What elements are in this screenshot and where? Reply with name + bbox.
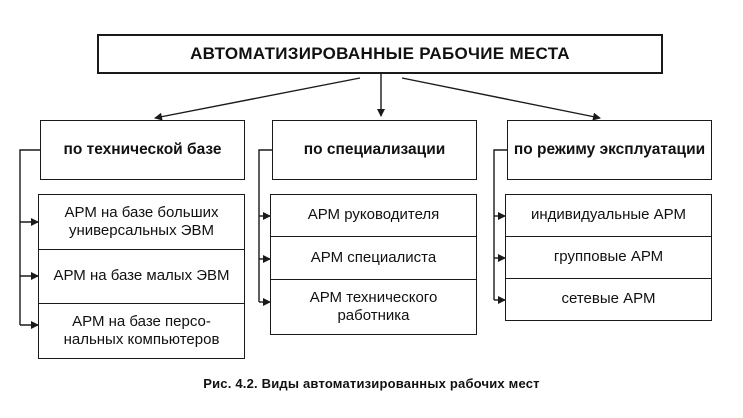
category-label: по режиму эксплуатации [513, 140, 706, 158]
item-manager: АРМ руководителя [270, 194, 477, 237]
category-operation-mode: по режиму эксплуатации [507, 120, 712, 180]
item-label: АРМ руководителя [307, 206, 440, 224]
item-label: сетевые АРМ [561, 290, 656, 308]
item-label: АРМ технического работника [309, 288, 438, 324]
main-title-box: АВТОМАТИЗИРОВАННЫЕ РАБОЧИЕ МЕСТА [97, 34, 663, 74]
arrow-to-technical-base [154, 77, 361, 121]
item-label: АРМ на базе больших универсальных ЭВМ [64, 203, 219, 239]
item-label: АРМ на базе малых ЭВМ [53, 267, 230, 285]
bracket-operation-mode [493, 149, 507, 300]
category-specialization: по специализации [272, 120, 477, 180]
category-technical-base: по технической базе [40, 120, 245, 180]
item-network: сетевые АРМ [505, 278, 712, 321]
item-label: АРМ на базе персо-нальных компьютеров [63, 312, 220, 348]
item-label: АРМ специалиста [310, 248, 437, 266]
arrow-to-operation-mode [401, 77, 601, 121]
item-small-computers: АРМ на базе малых ЭВМ [38, 249, 245, 304]
item-label: групповые АРМ [553, 248, 664, 266]
item-personal-computers: АРМ на базе персо-нальных компьютеров [38, 303, 245, 359]
item-large-computers: АРМ на базе больших универсальных ЭВМ [38, 194, 245, 250]
figure-caption: Рис. 4.2. Виды автоматизированных рабочи… [203, 376, 540, 391]
main-title: АВТОМАТИЗИРОВАННЫЕ РАБОЧИЕ МЕСТА [190, 43, 570, 63]
category-label: по специализации [303, 140, 446, 158]
item-group: групповые АРМ [505, 236, 712, 279]
bracket-specialization [258, 149, 272, 302]
item-specialist: АРМ специалиста [270, 236, 477, 280]
item-individual: индивидуальные АРМ [505, 194, 712, 237]
category-label: по технической базе [63, 140, 222, 158]
item-label: индивидуальные АРМ [530, 206, 687, 224]
item-technical-worker: АРМ технического работника [270, 279, 477, 335]
bracket-technical-base [19, 149, 40, 325]
